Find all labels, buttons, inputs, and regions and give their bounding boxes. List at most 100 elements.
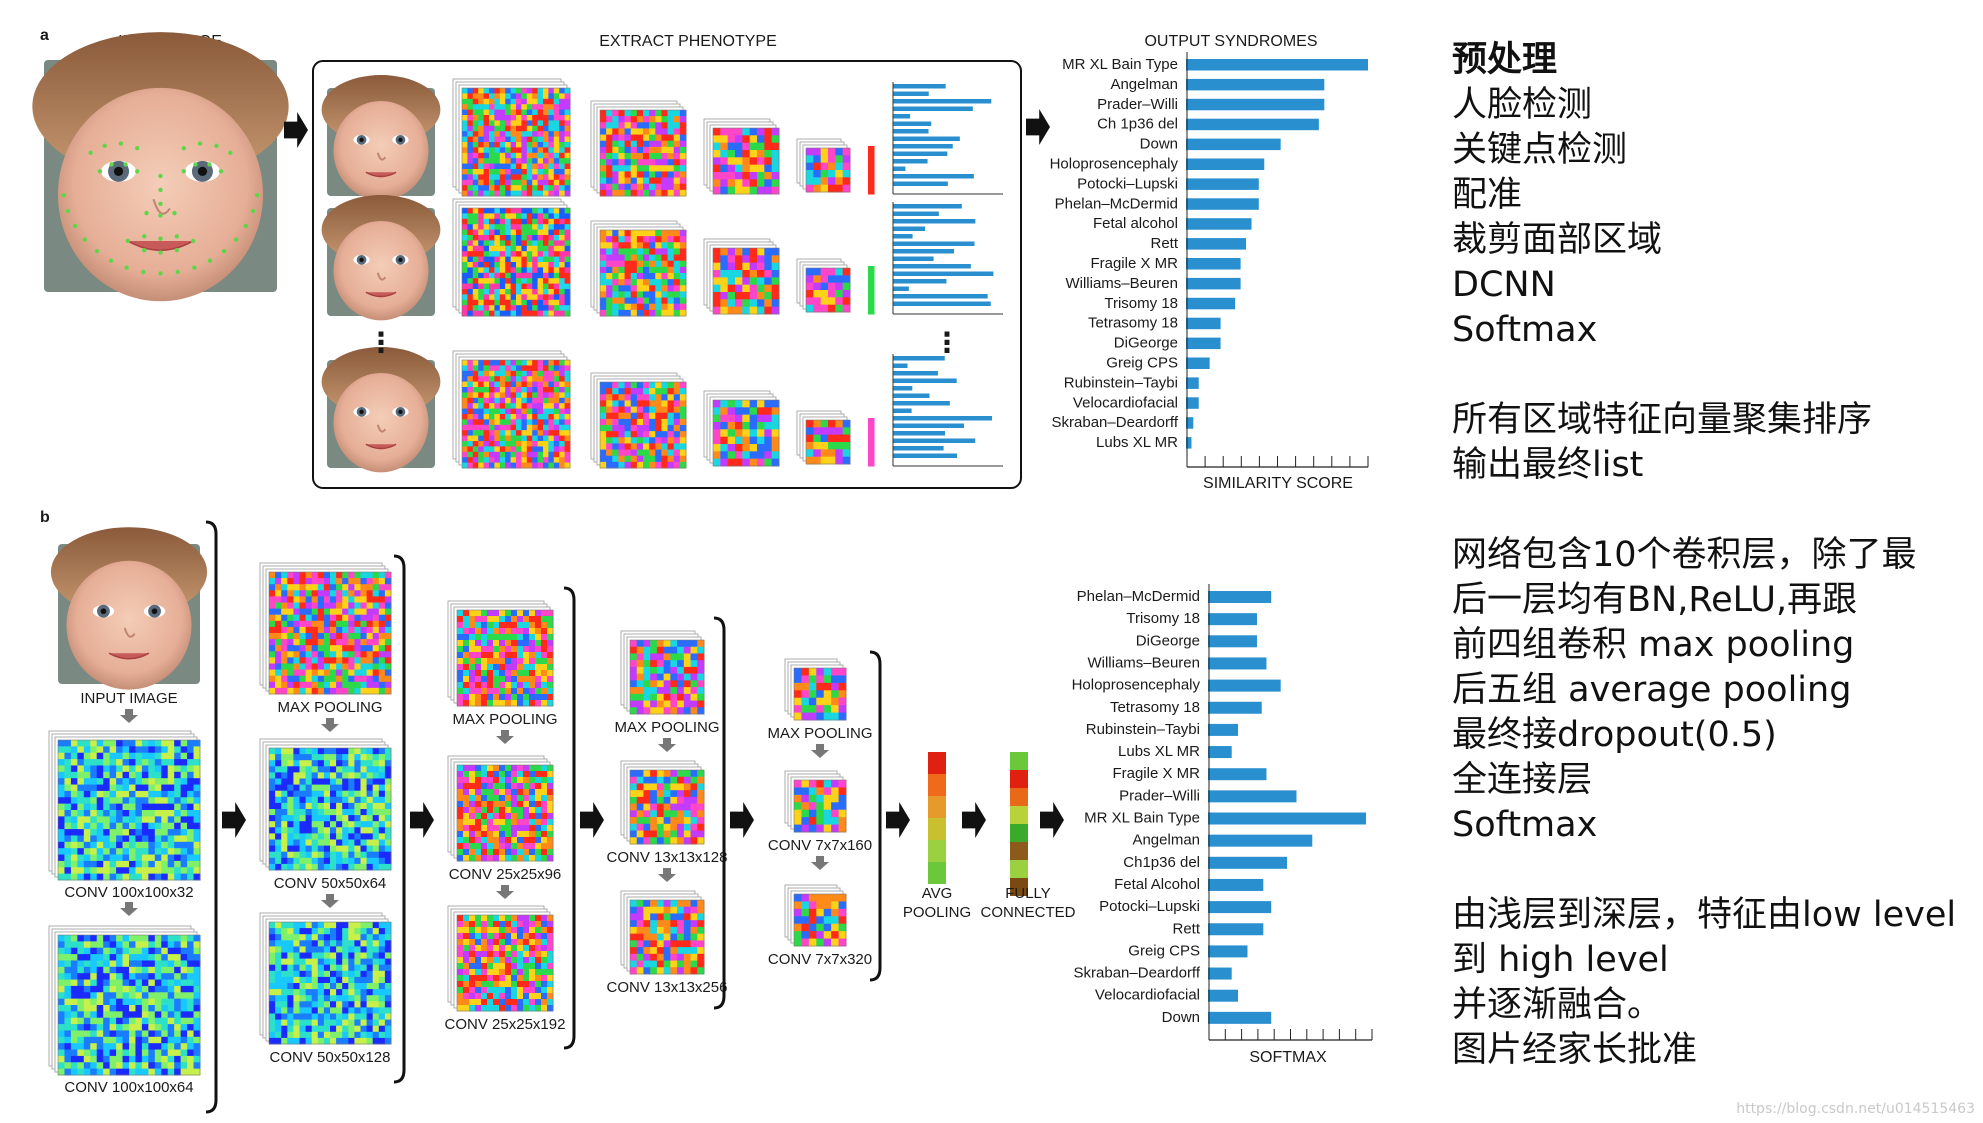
feature-cell	[538, 262, 544, 268]
feature-cell	[379, 815, 386, 822]
feature-cell	[473, 191, 479, 197]
feature-cell	[600, 291, 607, 298]
feature-cell	[523, 771, 530, 778]
feature-cell	[64, 1018, 71, 1025]
feature-cell	[674, 382, 681, 389]
feature-cell	[463, 700, 470, 707]
feature-cell	[269, 852, 276, 859]
feature-cell	[84, 948, 91, 955]
feature-cell	[469, 640, 476, 647]
feature-cell	[463, 676, 470, 683]
feature-cell	[269, 840, 276, 847]
feature-cell	[757, 307, 765, 315]
feature-cell	[548, 246, 554, 252]
feature-cell	[103, 867, 110, 874]
feature-cell	[527, 115, 533, 121]
feature-cell	[194, 960, 201, 967]
feature-cell	[58, 1018, 65, 1025]
feature-map	[457, 610, 554, 707]
feature-cell	[631, 178, 638, 185]
feature-cell	[548, 208, 554, 214]
feature-cell	[287, 584, 294, 591]
feature-cell	[661, 122, 668, 129]
feature-cell	[720, 407, 728, 415]
feature-cell	[275, 664, 282, 671]
feature-cell	[300, 772, 307, 779]
feature-cell	[348, 596, 355, 603]
feature-cell	[835, 297, 843, 305]
feature-cell	[643, 394, 650, 401]
feature-cell	[293, 572, 300, 579]
feature-cell	[281, 682, 288, 689]
feature-cell	[181, 980, 188, 987]
feature-cell	[489, 131, 495, 137]
feature-cell	[559, 360, 565, 366]
feature-cell	[103, 855, 110, 862]
feature-cell	[110, 1043, 117, 1050]
feature-cell	[606, 165, 613, 172]
feature-cell	[548, 93, 554, 99]
feature-cell	[489, 262, 495, 268]
feature-cell	[275, 1001, 282, 1008]
feature-cell	[330, 578, 337, 585]
feature-cell	[527, 419, 533, 425]
feature-cell	[728, 415, 736, 423]
syndrome-bar	[1186, 99, 1324, 111]
feature-cell	[843, 155, 851, 163]
feature-cell	[600, 267, 607, 274]
feature-cell	[469, 783, 476, 790]
feature-cell	[300, 754, 307, 761]
feature-cell	[516, 153, 522, 159]
feature-cell	[554, 392, 560, 398]
feature-cell	[58, 740, 65, 747]
feature-cell	[300, 621, 307, 628]
feature-cell	[161, 772, 168, 779]
feature-cell	[735, 128, 743, 136]
feature-cell	[529, 688, 536, 695]
feature-cell	[618, 135, 625, 142]
feature-cell	[631, 273, 638, 280]
feature-cell	[306, 934, 313, 941]
feature-cell	[821, 457, 829, 465]
feature-cell	[484, 262, 490, 268]
feature-cell	[462, 284, 468, 290]
feature-cell	[511, 365, 517, 371]
feature-cell	[631, 248, 638, 255]
feature-cell	[473, 409, 479, 415]
feature-cell	[489, 278, 495, 284]
feature-cell	[168, 948, 175, 955]
feature-cell	[135, 980, 142, 987]
feature-cell	[306, 1038, 313, 1045]
feature-cell	[538, 446, 544, 452]
feature-cell	[342, 785, 349, 792]
feature-cell	[559, 409, 565, 415]
feature-cell	[116, 1018, 123, 1025]
feature-cell	[527, 88, 533, 94]
feature-cell	[543, 164, 549, 170]
feature-cell	[469, 765, 476, 772]
feature-cell	[324, 953, 331, 960]
feature-cell	[385, 682, 392, 689]
feature-cell	[494, 311, 500, 317]
feature-cell	[505, 622, 512, 629]
feature-cell	[330, 858, 337, 865]
feature-cell	[757, 451, 765, 459]
feature-cell	[342, 578, 349, 585]
feature-cell	[379, 596, 386, 603]
feature-cell	[77, 935, 84, 942]
feature-cell	[559, 224, 565, 230]
feature-cell	[312, 995, 319, 1002]
feature-cell	[532, 93, 538, 99]
feature-cell	[600, 255, 607, 262]
feature-cell	[275, 852, 282, 859]
feature-cell	[97, 980, 104, 987]
feature-cell	[750, 407, 758, 415]
feature-cell	[385, 1026, 392, 1033]
eye-pupil	[359, 410, 363, 414]
feature-cell	[649, 388, 656, 395]
feature-cell	[174, 1069, 181, 1076]
feature-cell	[494, 147, 500, 153]
feature-cell	[649, 400, 656, 407]
feature-cell	[318, 965, 325, 972]
feature-cell	[318, 766, 325, 773]
